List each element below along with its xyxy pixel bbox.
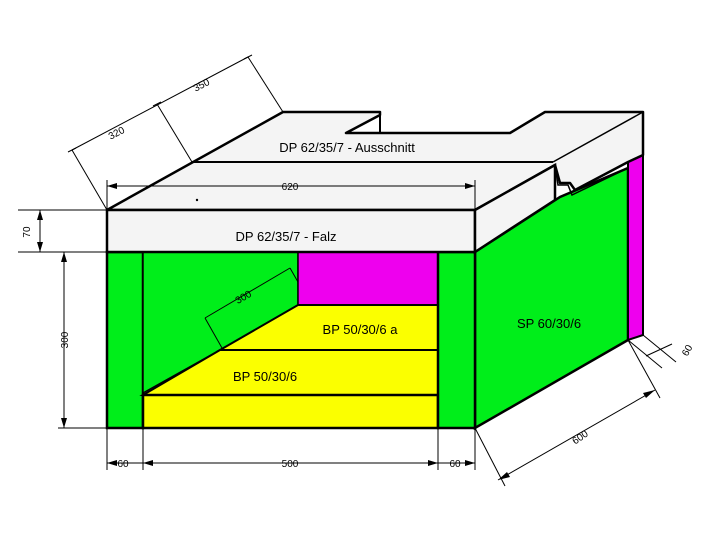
dimension-bottom: [106, 428, 476, 470]
marker-dot: [195, 198, 199, 202]
side-panel-edge: [627, 151, 644, 342]
dim-300-left: 300: [60, 331, 71, 348]
dimension-320-350: [67, 54, 284, 211]
base-plate-front: [141, 393, 440, 430]
label-top-plate: DP 62/35/7 - Ausschnitt: [279, 140, 415, 155]
dim-60-right: 60: [449, 459, 461, 470]
front-plate: [105, 208, 477, 254]
back-wall: [297, 251, 439, 308]
dim-60-side: 60: [680, 343, 695, 359]
left-post: [105, 250, 145, 430]
dim-600: 600: [571, 428, 591, 447]
right-post: [436, 250, 477, 430]
dim-350: 350: [192, 77, 212, 95]
dim-70: 70: [22, 226, 33, 238]
dimension-300-inner: [204, 267, 299, 349]
label-front-plate: DP 62/35/7 - Falz: [236, 229, 337, 244]
dim-320: 320: [107, 125, 127, 143]
label-base-lower: BP 50/30/6: [233, 369, 297, 384]
dimension-620: [106, 180, 476, 210]
dim-500: 500: [282, 459, 299, 470]
dimension-600: [474, 339, 661, 487]
dim-620: 620: [282, 182, 299, 193]
dimension-70: [18, 209, 107, 253]
top-plate-step: [552, 111, 644, 163]
front-plate-side: [473, 162, 557, 255]
dimension-300-left: [58, 252, 107, 429]
dim-60-left: 60: [117, 459, 129, 470]
dimension-60-side: [627, 334, 677, 369]
label-base-upper: BP 50/30/6 a: [323, 322, 399, 337]
top-plate-notch: [554, 164, 629, 197]
label-side-panel: SP 60/30/6: [517, 316, 581, 331]
